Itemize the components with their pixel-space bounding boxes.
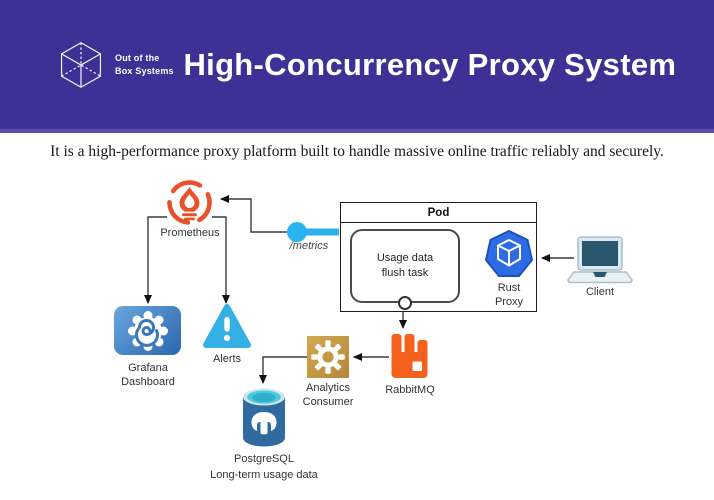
laptop-icon — [567, 236, 633, 284]
rabbitmq-icon — [391, 334, 428, 378]
gear-icon — [307, 336, 349, 378]
rabbitmq-label: RabbitMQ — [385, 384, 435, 396]
prometheus-flame-icon — [167, 180, 212, 225]
cube-heptagon-icon — [484, 229, 534, 277]
subtitle-text: It is a high-performance proxy platform … — [50, 143, 664, 160]
company-name: Out of the Box Systems — [115, 53, 174, 76]
connector-prometheus-alerts — [212, 216, 230, 304]
usage-flush-task-box: Usage data flush task — [350, 229, 460, 303]
alerts-label: Alerts — [212, 353, 242, 365]
warning-triangle-icon — [203, 304, 251, 348]
cube-wireframe-icon — [60, 41, 102, 88]
metrics-label: /metrics — [289, 240, 329, 252]
header-banner: Out of the Box Systems High-Concurrency … — [0, 0, 714, 133]
postgresql-label: PostgreSQL — [234, 453, 294, 465]
pod-title: Pod — [341, 203, 536, 223]
rust-proxy-label: Rust Proxy — [494, 282, 524, 309]
company-logo: Out of the Box Systems — [56, 38, 174, 92]
grafana-spiral-icon — [114, 306, 181, 355]
analytics-consumer-label: Analytics Consumer — [302, 382, 354, 409]
prometheus-label: Prometheus — [160, 227, 220, 239]
grafana-label: Grafana Dashboard — [121, 362, 175, 389]
metrics-endpoint-icon — [287, 222, 339, 242]
loop-marker-icon — [398, 296, 412, 310]
database-cylinder-icon — [243, 388, 285, 447]
connector-prometheus-grafana — [144, 216, 167, 304]
connector-analytics-postgres — [259, 356, 307, 384]
postgresql-sublabel: Long-term usage data — [210, 469, 318, 481]
connector-metrics-prometheus — [220, 195, 297, 233]
page-title: High-Concurrency Proxy System — [183, 46, 677, 82]
client-label: Client — [585, 286, 615, 298]
